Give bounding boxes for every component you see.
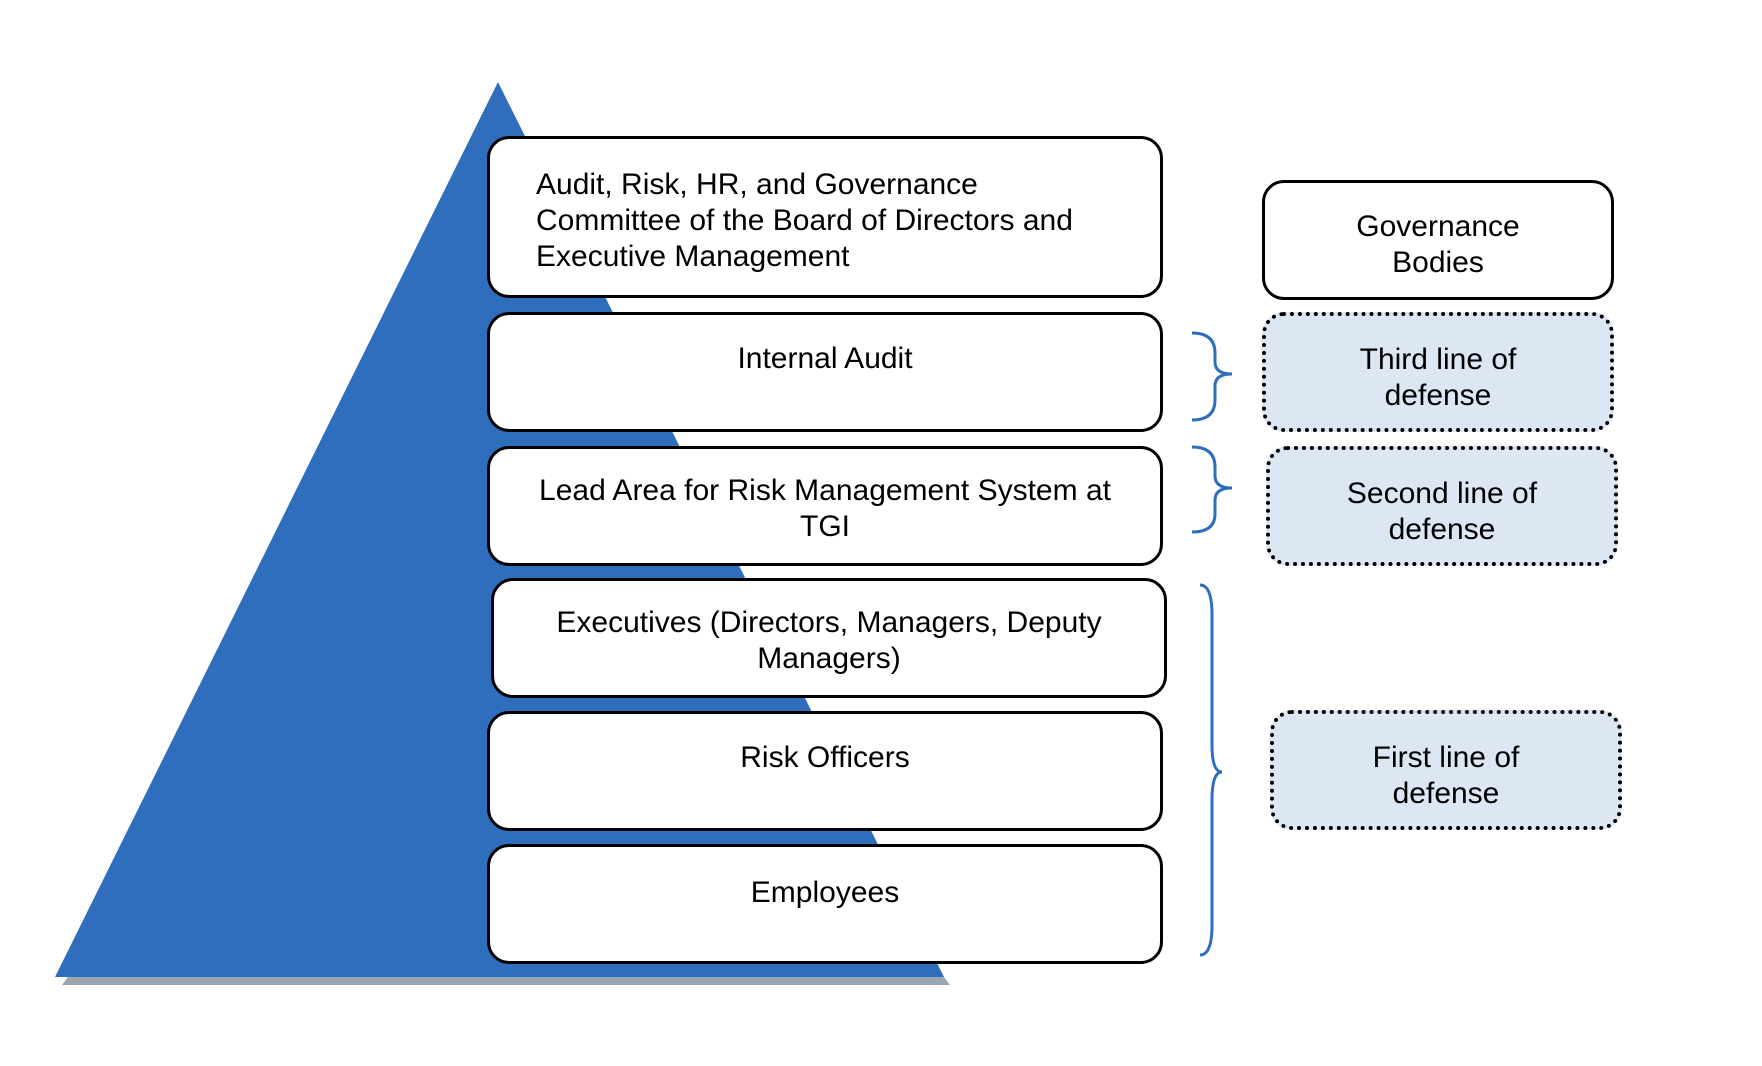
third-line-bracket bbox=[1191, 331, 1233, 422]
tier-lead-area-box: Lead Area for Risk Management System at … bbox=[487, 446, 1163, 566]
pyramid-shadow bbox=[62, 977, 950, 985]
tier-internal-audit-box: Internal Audit bbox=[487, 312, 1163, 432]
tier-risk-officers-label: Risk Officers bbox=[740, 741, 910, 774]
tier-employees-box: Employees bbox=[487, 844, 1163, 964]
tier-lead-area-label: Lead Area for Risk Management System at … bbox=[539, 474, 1111, 543]
second-line-label: Second line of defense bbox=[1346, 477, 1538, 546]
tier-governance-box: Audit, Risk, HR, and Governance Committe… bbox=[487, 136, 1163, 298]
tier-employees-label: Employees bbox=[750, 876, 900, 909]
tier-executives-label: Executives (Directors, Managers, Deputy … bbox=[556, 606, 1102, 675]
tier-executives-box: Executives (Directors, Managers, Deputy … bbox=[491, 578, 1167, 698]
tier-risk-officers-box: Risk Officers bbox=[487, 711, 1163, 831]
third-line-box: Third line of defense bbox=[1262, 312, 1614, 432]
first-line-bracket bbox=[1199, 583, 1223, 957]
first-line-box: First line of defense bbox=[1270, 710, 1622, 830]
governance-bodies-label: Governance Bodies bbox=[1356, 210, 1520, 279]
governance-bodies-box: Governance Bodies bbox=[1262, 180, 1614, 300]
third-line-label: Third line of defense bbox=[1359, 343, 1517, 412]
tier-governance-label: Audit, Risk, HR, and Governance Committe… bbox=[536, 168, 1073, 273]
second-line-box: Second line of defense bbox=[1266, 446, 1618, 566]
tier-internal-audit-label: Internal Audit bbox=[737, 342, 913, 375]
second-line-bracket bbox=[1191, 445, 1233, 534]
first-line-label: First line of defense bbox=[1372, 741, 1520, 810]
